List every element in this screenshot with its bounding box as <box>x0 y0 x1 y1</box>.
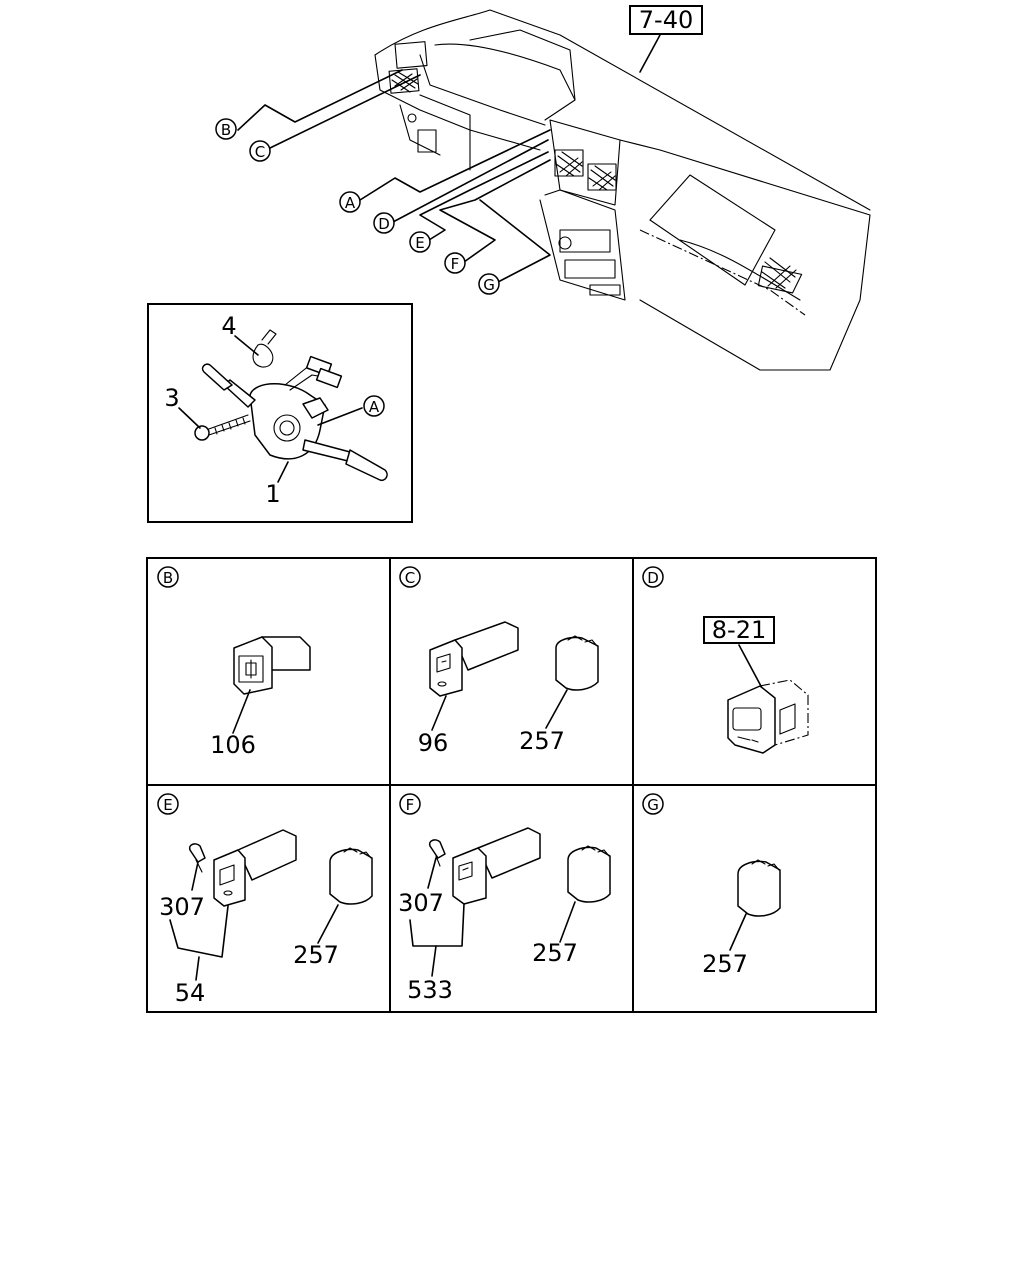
callout-c <box>249 140 271 162</box>
label-257-f: 257 <box>532 939 578 967</box>
panel-c-marker-label: C <box>405 569 415 587</box>
label-257-e: 257 <box>293 941 339 969</box>
panel-b: B 106 <box>157 566 311 759</box>
panel-b-marker <box>157 566 179 588</box>
label-257-c: 257 <box>519 727 565 755</box>
label-screw: 3 <box>164 384 179 412</box>
callout-b-label: B <box>221 121 231 139</box>
ref-label-8-21: 8-21 <box>712 616 766 644</box>
panel-f-marker-label: F <box>406 796 415 814</box>
ref-box-8-21 <box>703 616 775 644</box>
callout-f-label: F <box>451 255 460 273</box>
panel-d-marker <box>642 566 664 588</box>
panel-e-marker-label: E <box>163 796 172 814</box>
callout-g <box>478 273 500 295</box>
label-533: 533 <box>407 976 453 1004</box>
callout-a <box>339 191 361 213</box>
label-switch: 1 <box>265 480 280 508</box>
callout-e <box>409 231 431 253</box>
label-257-g: 257 <box>702 950 748 978</box>
label-clip: 4 <box>221 312 236 340</box>
callout-a-label: A <box>345 194 356 212</box>
panel-d: D 8-21 <box>642 566 809 754</box>
panel-c: C 96 257 <box>399 566 599 757</box>
panel-d-marker-label: D <box>647 569 659 587</box>
label-307-e: 307 <box>159 893 205 921</box>
callout-f <box>444 252 466 274</box>
callout-d-label: D <box>378 215 390 233</box>
callout-c-label: C <box>255 143 265 161</box>
panel-g-marker-label: G <box>647 796 659 814</box>
ref-label-7-40: 7-40 <box>639 6 693 34</box>
label-307-f: 307 <box>398 889 444 917</box>
callout-g-label: G <box>483 276 495 294</box>
detail-a-callout <box>363 395 385 417</box>
detail-a-callout-label: A <box>369 398 380 416</box>
panel-e-marker <box>157 793 179 815</box>
callout-d <box>373 212 395 234</box>
label-106: 106 <box>210 731 256 759</box>
panel-f-marker <box>399 793 421 815</box>
panel-g: G 257 <box>642 793 781 978</box>
panel-c-marker <box>399 566 421 588</box>
panel-grid <box>146 557 877 1013</box>
callout-b <box>215 118 237 140</box>
label-96: 96 <box>418 729 449 757</box>
panel-b-marker-label: B <box>163 569 173 587</box>
dashboard-illustration: 7-40 B C A D E F G <box>215 5 871 371</box>
panel-f: F 307 257 533 <box>398 793 611 1004</box>
callout-e-label: E <box>415 234 424 252</box>
detail-a-box: 4 3 1 A <box>147 303 413 523</box>
label-54: 54 <box>175 979 206 1007</box>
panel-e: E 307 257 54 <box>157 793 373 1007</box>
ref-box-7-40 <box>629 5 703 35</box>
panel-g-marker <box>642 793 664 815</box>
